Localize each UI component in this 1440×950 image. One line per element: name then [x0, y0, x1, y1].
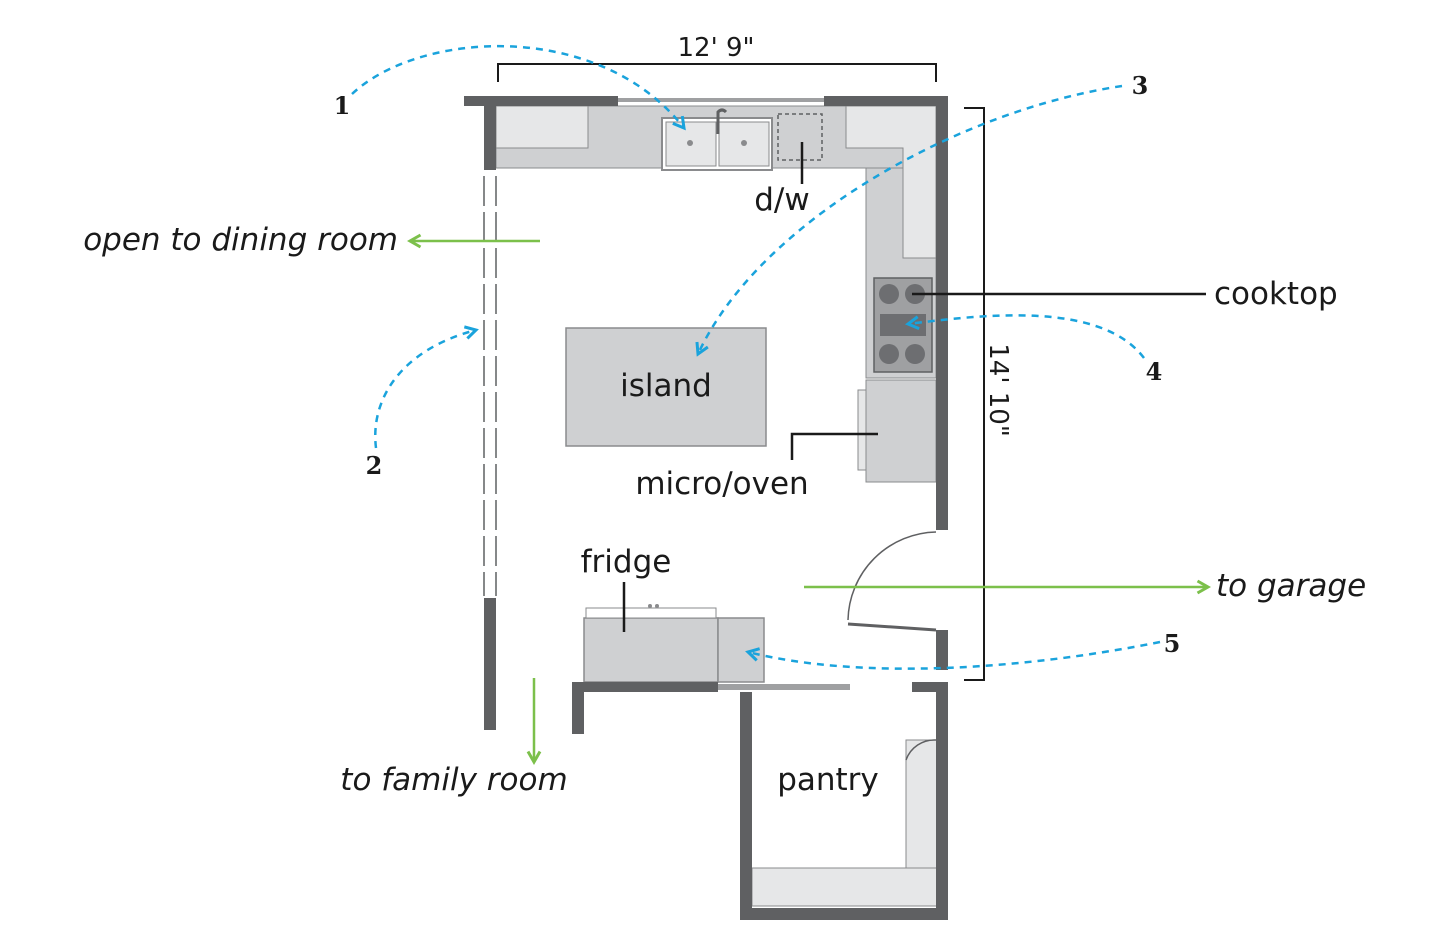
dining-opening	[483, 176, 497, 596]
dimension-length-label: 14' 10"	[983, 343, 1013, 437]
callout-arrow-5	[745, 640, 1161, 670]
callout-number-2: 2	[366, 451, 383, 480]
dimension-length	[964, 107, 985, 681]
wall-right-lower	[936, 682, 948, 920]
callout-arrow-1	[351, 44, 686, 131]
drain-right	[741, 140, 747, 146]
cooktop-unit	[873, 277, 933, 373]
pantry-shelf-right	[905, 739, 939, 871]
dimension-width-label: 12' 9"	[678, 33, 755, 63]
oven-cabinet	[865, 379, 937, 483]
wall-fridge-stub	[572, 682, 584, 734]
callout-arrow-2	[374, 325, 479, 449]
counters	[495, 105, 939, 907]
wall-top-left	[464, 96, 618, 106]
wall-pantry-top-right	[912, 682, 938, 692]
fridge-handle	[655, 604, 659, 608]
fridge-side-cabinet	[717, 617, 765, 683]
wall-right-mid	[936, 630, 948, 670]
garage-door	[847, 531, 937, 632]
family-room-label: to family room	[340, 762, 567, 798]
oven-handle	[857, 389, 867, 471]
callout-arrows	[351, 44, 1161, 670]
island-block	[565, 327, 767, 447]
pantry-label: pantry	[777, 762, 879, 798]
window-frame	[618, 98, 824, 102]
fridge-handle	[648, 604, 652, 608]
burner	[905, 344, 925, 364]
callout-arrow-4	[904, 314, 1145, 359]
faucet	[716, 108, 728, 134]
griddle	[880, 314, 926, 336]
wall-fridge-bottom	[572, 682, 718, 692]
walls	[464, 96, 948, 920]
oven-leader	[790, 432, 878, 460]
pantry-shelf-bottom	[751, 867, 939, 907]
dishwasher-label: d/w	[754, 182, 809, 218]
burner	[879, 284, 899, 304]
callout-number-1: 1	[334, 91, 351, 120]
wall-pantry-left	[740, 692, 752, 920]
callout-number-3: 3	[1132, 71, 1149, 100]
burner	[879, 344, 899, 364]
top-left-counter-light	[495, 105, 589, 149]
callout-arrow-3	[695, 84, 1123, 357]
cooktop-label: cooktop	[1214, 276, 1338, 312]
sink	[661, 108, 823, 171]
wall-left-bottom	[484, 598, 496, 730]
fridge-door-line	[585, 607, 717, 619]
micro-oven-label: micro/oven	[635, 466, 808, 502]
direction-arrows	[406, 233, 1212, 766]
callout-number-5: 5	[1164, 629, 1181, 658]
pantry-door-arc	[905, 739, 937, 761]
fridge-body	[583, 617, 719, 683]
fridge-unit	[583, 604, 765, 683]
leader-lines	[622, 142, 1206, 632]
drain-left	[687, 140, 693, 146]
dining-room-label: open to dining room	[83, 222, 398, 258]
callout-number-4: 4	[1146, 357, 1163, 386]
dimension-width	[497, 63, 937, 82]
wall-top-right	[824, 96, 948, 106]
wall-left-top	[484, 96, 496, 170]
garage-label: to garage	[1216, 568, 1366, 604]
dishwasher-outline	[777, 113, 823, 161]
wall-right-upper	[936, 96, 948, 530]
pantry-door-track	[718, 684, 850, 690]
island-label: island	[620, 368, 712, 404]
wall-pantry-bottom	[740, 908, 948, 920]
fridge-label: fridge	[581, 544, 672, 580]
